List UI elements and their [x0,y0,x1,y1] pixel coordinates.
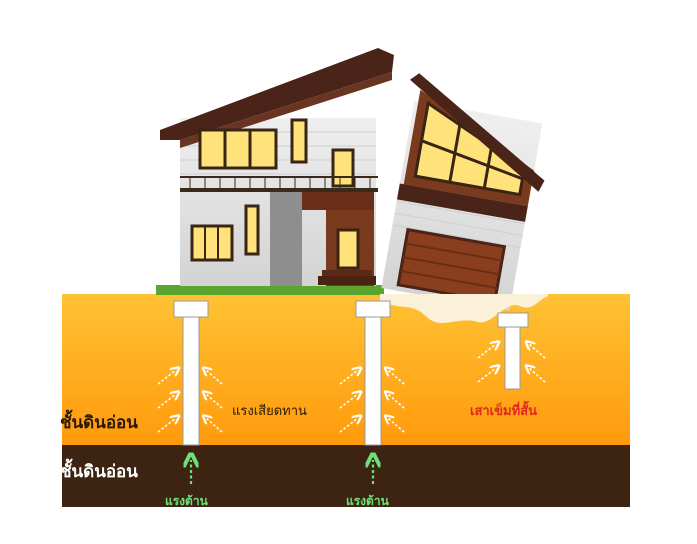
friction-arrow-icon [206,418,223,433]
friction-arrows-left-pile [157,370,223,433]
friction-arrow-icon [388,394,405,409]
friction-arrow-icon [529,344,546,359]
friction-arrow-icon [206,370,223,385]
house-column [270,192,302,286]
friction-arrow-icon [157,394,176,409]
pile-left [173,300,209,446]
resistance-label-left: แรงต้าน [165,494,208,508]
roof-right [409,73,545,192]
friction-arrow-icon [388,418,405,433]
friction-arrow-icon [339,394,358,409]
friction-arrow-icon [388,370,405,385]
short-pile-label: เสาเข็มที่สั้น [470,404,537,419]
friction-arrow-icon [206,394,223,409]
window-ground-narrow [244,204,260,256]
friction-arrow-icon [529,368,546,383]
window-upper-narrow [290,118,308,164]
balcony-door [331,148,355,188]
friction-arrow-icon [339,418,358,433]
pile-short [497,312,529,390]
roof-main [160,48,394,140]
soft-soil-layer-lower [62,445,630,507]
soft-soil-lower-label: ชั้นดินอ่อน [60,462,138,482]
friction-arrow-icon [157,370,176,385]
friction-arrows-short-pile [477,344,546,383]
friction-arrows-middle-pile [339,370,405,433]
house [156,48,545,311]
pile-middle [355,300,391,446]
ground-subsidence [380,294,548,324]
front-door [336,228,360,270]
friction-arrow-icon [477,344,496,359]
friction-arrow-icon [477,368,496,383]
soft-soil-upper-label: ชั้นดินอ่อน [60,413,138,433]
lawn [156,285,384,295]
window-upper-left [198,128,278,170]
wood-panel [302,192,374,210]
resistance-label-right: แรงต้าน [346,494,389,508]
house-sinking-wing [381,73,545,311]
friction-force-label: แรงเสียดทาน [232,404,307,419]
soft-soil-layer-upper [62,294,630,445]
friction-arrow-icon [339,370,358,385]
window-ground-left [190,224,234,262]
friction-arrow-icon [157,418,176,433]
